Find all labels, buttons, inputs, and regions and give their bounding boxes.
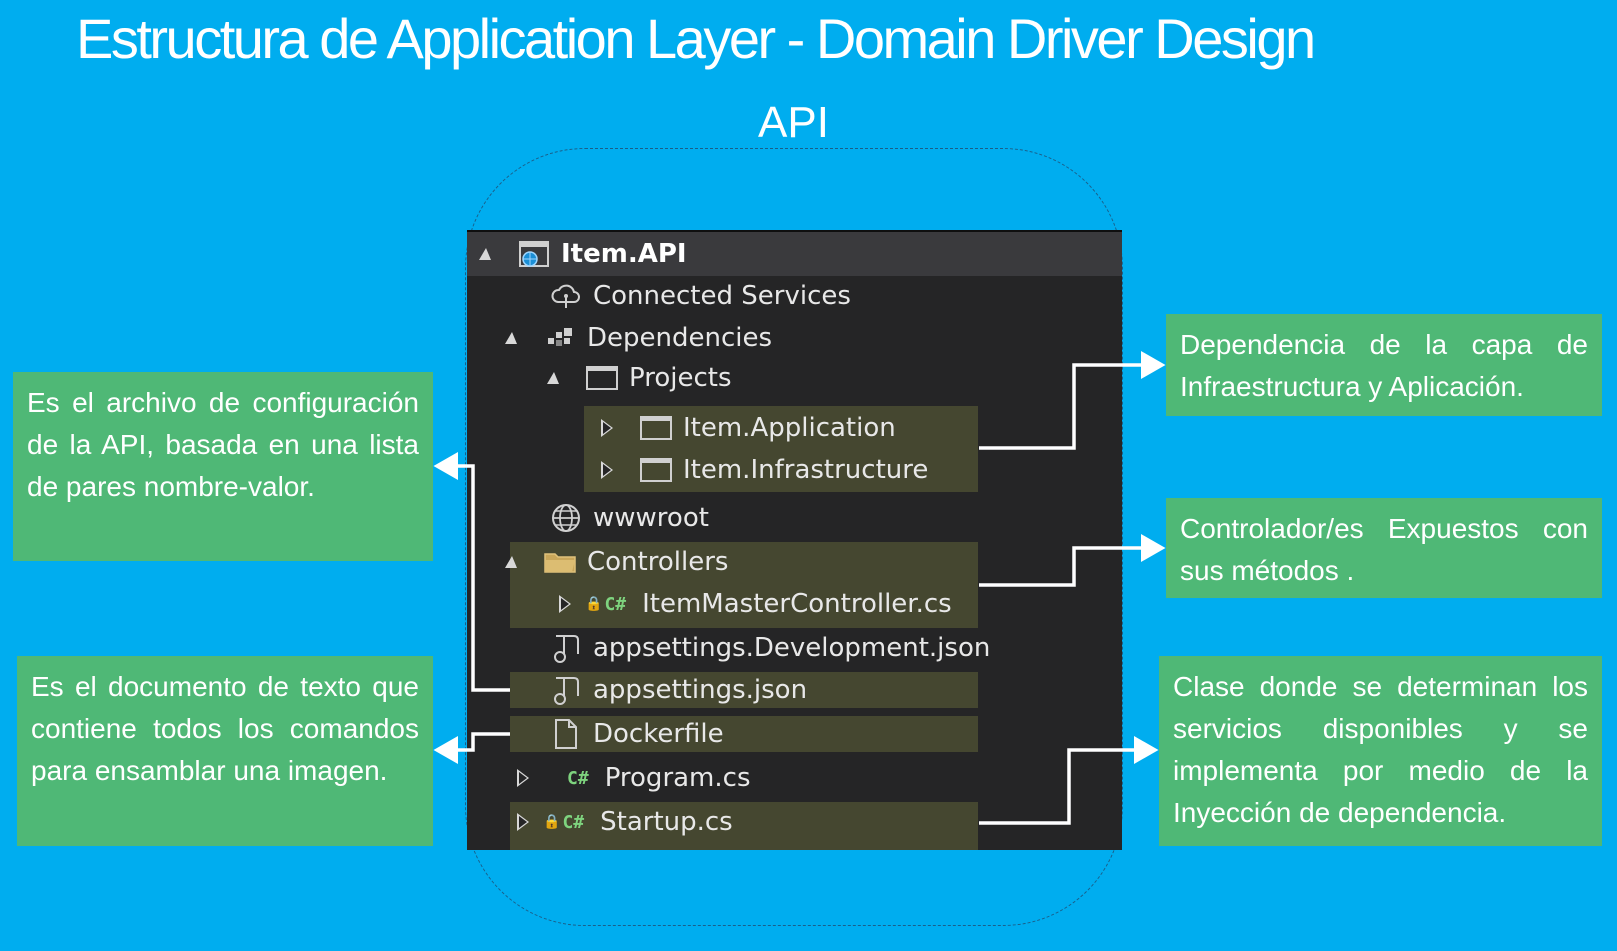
tree-label-item-master-controller: ItemMasterController.cs [642, 589, 952, 619]
tree-item-dependencies[interactable]: Dependencies [505, 318, 772, 358]
cloud-icon [549, 280, 583, 312]
tree-label-controllers: Controllers [587, 547, 729, 577]
lock-icon: 🔒 [543, 814, 561, 830]
tree-label-item-infrastructure: Item.Infrastructure [683, 455, 929, 485]
callout-appsettings-text: Es el archivo de configuración de la API… [27, 387, 419, 502]
csharp-file-icon: C# [567, 767, 589, 789]
callout-dockerfile: Es el documento de texto que contiene to… [17, 656, 433, 846]
connector-startup [979, 736, 1159, 825]
tree-item-appsettings[interactable]: appsettings.json [549, 670, 807, 710]
tree-label-wwwroot: wwwroot [593, 503, 709, 533]
highlight-appsettings [510, 672, 978, 708]
tree-label-item-application: Item.Application [683, 413, 896, 443]
folder-icon [543, 546, 577, 578]
tree-label-appsettings-development: appsettings.Development.json [593, 633, 991, 663]
tree-label-connected-services: Connected Services [593, 281, 851, 311]
tree-item-root[interactable]: Item.API [479, 234, 687, 274]
settings-file-icon [549, 632, 583, 664]
solution-explorer-header [467, 230, 1122, 276]
tree-label-appsettings: appsettings.json [593, 675, 808, 705]
csharp-file-icon: C# [604, 593, 627, 615]
connector-controllers [979, 534, 1166, 587]
expand-arrow-icon[interactable] [547, 372, 559, 384]
csharp-file-icon: C# [562, 811, 585, 833]
tree-label-dependencies: Dependencies [587, 323, 773, 353]
tree-item-wwwroot[interactable]: wwwroot [549, 498, 709, 538]
callout-dependencies-text: Dependencia de la capa de Infraestructur… [1180, 329, 1588, 402]
solution-explorer-panel: Item.API Connected Services Dependencies… [467, 230, 1122, 850]
tree-item-projects[interactable]: Projects [547, 358, 732, 398]
tree-label-startup: Startup.cs [600, 807, 733, 837]
api-boundary-frame [465, 148, 1123, 926]
tree-item-dockerfile[interactable]: Dockerfile [549, 714, 724, 754]
project-icon [639, 412, 673, 444]
collapse-arrow-icon[interactable] [559, 595, 571, 613]
callout-controllers: Controlador/es Expuestos con sus métodos… [1166, 498, 1602, 598]
tree-item-item-application[interactable]: Item.Application [589, 408, 896, 448]
connector-appsettings [433, 452, 510, 692]
dependencies-icon [543, 322, 577, 354]
page-title: Estructura de Application Layer - Domain… [76, 7, 1316, 70]
expand-arrow-icon[interactable] [505, 332, 517, 344]
collapse-arrow-icon[interactable] [517, 813, 529, 831]
tree-item-connected-services[interactable]: Connected Services [549, 276, 851, 316]
file-icon [549, 718, 583, 750]
expand-arrow-icon[interactable] [479, 248, 491, 260]
tree-item-controllers[interactable]: Controllers [505, 542, 728, 582]
callout-dependencies: Dependencia de la capa de Infraestructur… [1166, 314, 1602, 416]
tree-label-program: Program.cs [604, 763, 751, 793]
project-folder-icon [585, 362, 619, 394]
collapse-arrow-icon[interactable] [517, 769, 529, 787]
callout-appsettings: Es el archivo de configuración de la API… [13, 372, 433, 561]
callout-startup-text: Clase donde se determinan los servicios … [1173, 671, 1588, 828]
tree-item-startup[interactable]: 🔒 C# Startup.cs [505, 802, 733, 842]
highlight-controllers [510, 542, 978, 628]
tree-item-item-infrastructure[interactable]: Item.Infrastructure [589, 450, 928, 490]
collapse-arrow-icon[interactable] [601, 419, 613, 437]
section-label-api: API [758, 98, 829, 147]
tree-label-projects: Projects [629, 363, 732, 393]
tree-label-root: Item.API [561, 239, 687, 269]
connector-dependencies [979, 351, 1166, 450]
highlight-dockerfile [510, 716, 978, 752]
expand-arrow-icon[interactable] [505, 556, 517, 568]
tree-item-appsettings-development[interactable]: appsettings.Development.json [549, 628, 990, 668]
project-icon [639, 454, 673, 486]
highlight-startup [510, 802, 978, 850]
globe-icon [549, 502, 583, 534]
lock-icon: 🔒 [585, 596, 603, 612]
tree-item-item-master-controller[interactable]: 🔒 C# ItemMasterController.cs [547, 584, 952, 624]
callout-dockerfile-text: Es el documento de texto que contiene to… [31, 671, 419, 786]
connector-dockerfile [433, 732, 510, 764]
collapse-arrow-icon[interactable] [601, 461, 613, 479]
settings-file-icon [549, 674, 583, 706]
tree-item-program[interactable]: C# Program.cs [505, 758, 751, 798]
web-project-icon [517, 238, 551, 270]
callout-controllers-text: Controlador/es Expuestos con sus métodos… [1180, 513, 1588, 586]
callout-startup: Clase donde se determinan los servicios … [1159, 656, 1602, 846]
tree-label-dockerfile: Dockerfile [593, 719, 724, 749]
